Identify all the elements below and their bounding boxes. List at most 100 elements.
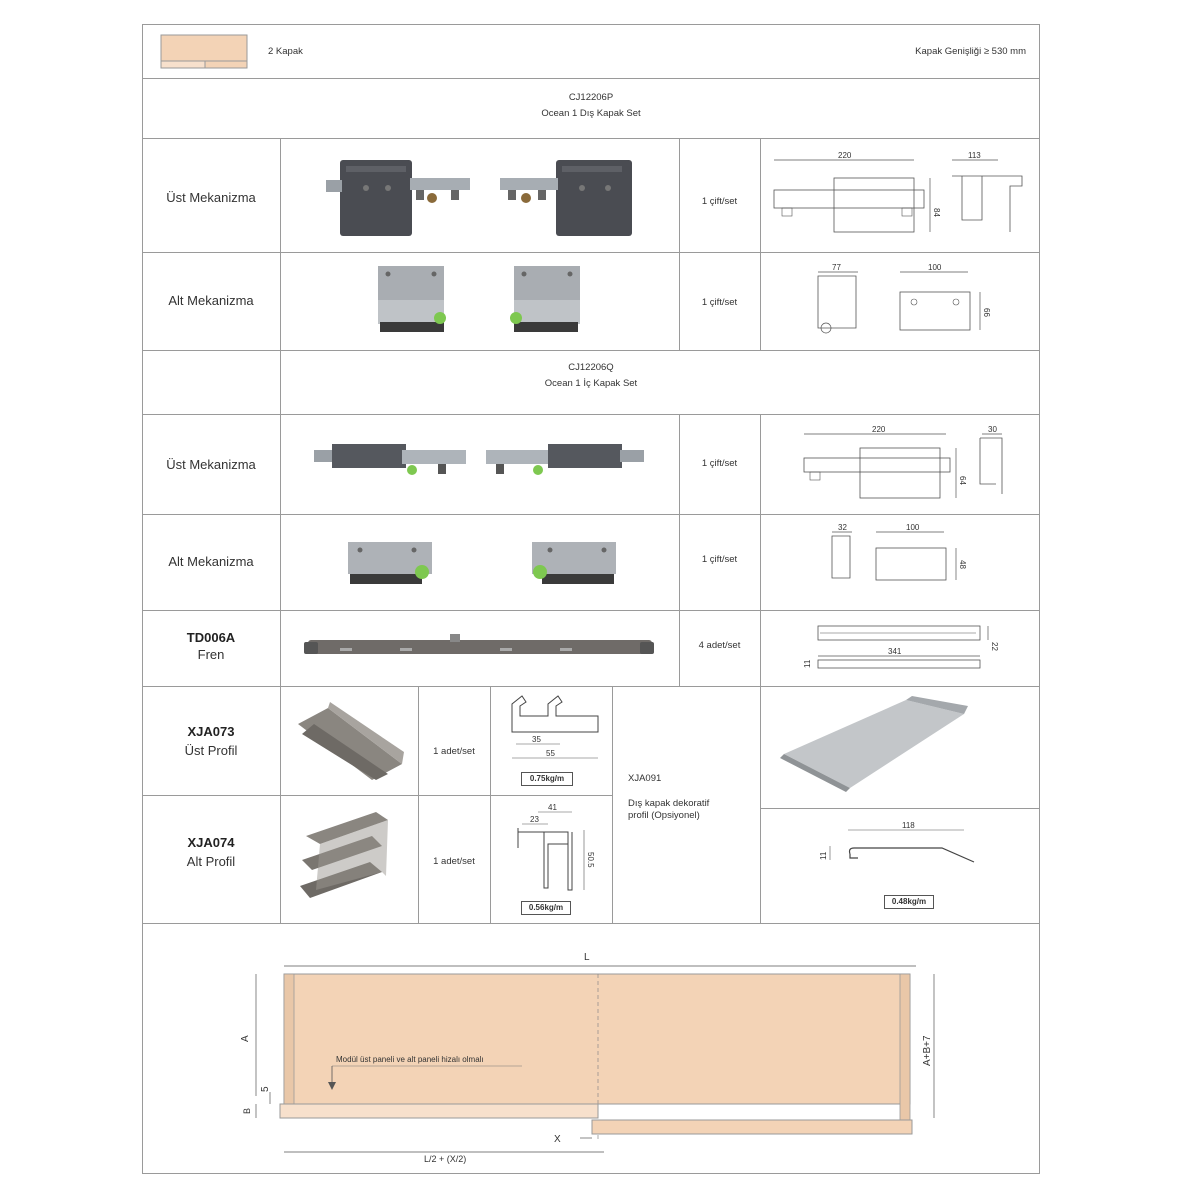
deco-profile-desc: profil (Opsiyonel) bbox=[628, 810, 700, 821]
deco-profile-desc: Dış kapak dekoratif bbox=[628, 798, 710, 809]
dim-label: 100 bbox=[906, 523, 920, 532]
dim-A: A bbox=[240, 1035, 251, 1042]
lower-profile-image bbox=[300, 812, 388, 898]
lower-profile-drawing: 41 23 50.5 bbox=[517, 803, 595, 891]
set2-name: Ocean 1 İç Kapak Set bbox=[544, 378, 638, 389]
bottom-mechanism-inner-drawing: 32 100 48 bbox=[831, 523, 967, 581]
dim-label: 100 bbox=[928, 263, 942, 272]
divider bbox=[612, 686, 613, 923]
top-mechanism-inner-drawing: 220 64 30 bbox=[803, 425, 1003, 499]
dim-label: 55 bbox=[546, 749, 555, 758]
dim-label: 66 bbox=[982, 308, 991, 317]
bottom-mechanism-drawing: 77 100 66 bbox=[817, 263, 991, 334]
divider bbox=[142, 514, 1040, 515]
divider bbox=[490, 686, 491, 923]
quantity: 1 çift/set bbox=[701, 554, 738, 565]
brake-drawing: 22 341 11 bbox=[803, 625, 999, 669]
divider bbox=[142, 78, 1040, 79]
divider bbox=[280, 686, 281, 923]
dim-L: L bbox=[584, 952, 590, 963]
divider bbox=[760, 808, 1040, 809]
divider bbox=[679, 138, 680, 350]
row-label: Üst Mekanizma bbox=[166, 457, 256, 472]
dim-label: 23 bbox=[530, 815, 539, 824]
dim-label: 48 bbox=[958, 560, 967, 569]
quantity: 1 adet/set bbox=[433, 856, 475, 867]
dim-X: X bbox=[554, 1134, 561, 1145]
bottom-mechanism-inner-image bbox=[348, 542, 432, 584]
top-mechanism-image bbox=[500, 160, 632, 236]
lower-profile-code: XJA074 bbox=[187, 835, 235, 850]
dim-label: 84 bbox=[932, 208, 941, 217]
set1-code: CJ12206P bbox=[568, 92, 614, 103]
dim-label: 11 bbox=[803, 659, 812, 668]
dim-label: 220 bbox=[838, 151, 852, 160]
divider bbox=[142, 923, 1040, 924]
brake-code: TD006A bbox=[186, 630, 236, 645]
divider bbox=[679, 414, 680, 686]
dim-label: 77 bbox=[832, 263, 841, 272]
top-mechanism-drawing: 220 84 113 bbox=[773, 151, 1023, 233]
upper-profile-label: Üst Profil bbox=[184, 743, 238, 758]
dim-label: 35 bbox=[532, 735, 541, 744]
deco-profile-drawing: 118 11 bbox=[819, 821, 975, 863]
dim-label: 341 bbox=[888, 647, 902, 656]
door-width-requirement: Kapak Genişliği ≥ 530 mm bbox=[915, 46, 1026, 57]
dim-label: 22 bbox=[990, 642, 999, 651]
divider bbox=[142, 414, 1040, 415]
dim-label: 41 bbox=[548, 803, 557, 812]
dim-label: 220 bbox=[872, 425, 886, 434]
quantity: 1 çift/set bbox=[701, 196, 738, 207]
brake-image bbox=[304, 634, 654, 654]
divider bbox=[142, 610, 1040, 611]
deco-profile-code: XJA091 bbox=[628, 773, 662, 784]
installation-diagram: L A 5 B A+B+7 Modül üst paneli ve alt pa… bbox=[240, 952, 935, 1164]
divider bbox=[142, 686, 1040, 687]
divider bbox=[280, 138, 281, 686]
alignment-note: Modül üst paneli ve alt paneli hizalı ol… bbox=[336, 1055, 484, 1064]
dim-label: 113 bbox=[968, 151, 981, 160]
bottom-mechanism-image bbox=[510, 266, 580, 332]
quantity: 1 adet/set bbox=[433, 746, 475, 757]
row-label: Üst Mekanizma bbox=[166, 190, 256, 205]
dim-label: 64 bbox=[958, 476, 967, 485]
divider bbox=[142, 795, 612, 796]
dim-5: 5 bbox=[260, 1086, 271, 1092]
lower-profile-weight: 0.56kg/m bbox=[521, 901, 571, 915]
deco-profile-image bbox=[780, 696, 968, 792]
dim-B: B bbox=[242, 1108, 252, 1114]
row-label: Alt Mekanizma bbox=[168, 293, 254, 308]
set1-name: Ocean 1 Dış Kapak Set bbox=[541, 108, 641, 119]
upper-profile-image bbox=[298, 702, 404, 780]
deco-profile-weight: 0.48kg/m bbox=[884, 895, 934, 909]
divider bbox=[760, 138, 761, 350]
upper-profile-code: XJA073 bbox=[187, 724, 235, 739]
dim-label: 11 bbox=[819, 851, 828, 860]
bottom-mechanism-image bbox=[378, 266, 446, 332]
upper-profile-drawing: 35 55 bbox=[511, 695, 599, 759]
top-mechanism-image bbox=[326, 160, 470, 236]
dim-label: 30 bbox=[988, 425, 997, 434]
divider bbox=[760, 414, 761, 923]
spec-sheet-frame bbox=[142, 24, 1040, 1174]
divider bbox=[142, 350, 1040, 351]
divider bbox=[142, 252, 1040, 253]
row-label: Alt Mekanizma bbox=[168, 554, 254, 569]
divider bbox=[142, 138, 1040, 139]
dim-label: 32 bbox=[838, 523, 847, 532]
dim-label: 50.5 bbox=[586, 852, 595, 868]
divider bbox=[418, 686, 419, 923]
dim-label: 118 bbox=[902, 821, 915, 830]
top-mechanism-inner-image bbox=[314, 444, 644, 475]
upper-profile-weight: 0.75kg/m bbox=[521, 772, 573, 786]
dim-ABplus: A+B+7 bbox=[922, 1035, 933, 1066]
quantity: 1 çift/set bbox=[701, 297, 738, 308]
quantity: 4 adet/set bbox=[698, 640, 741, 651]
door-config-icon bbox=[160, 34, 248, 69]
dim-half: L/2 + (X/2) bbox=[424, 1154, 466, 1164]
bottom-mechanism-inner-image bbox=[532, 542, 616, 584]
door-count: 2 Kapak bbox=[268, 46, 303, 57]
lower-profile-label: Alt Profil bbox=[186, 854, 236, 869]
brake-label: Fren bbox=[197, 647, 225, 662]
set2-code: CJ12206Q bbox=[568, 362, 614, 373]
